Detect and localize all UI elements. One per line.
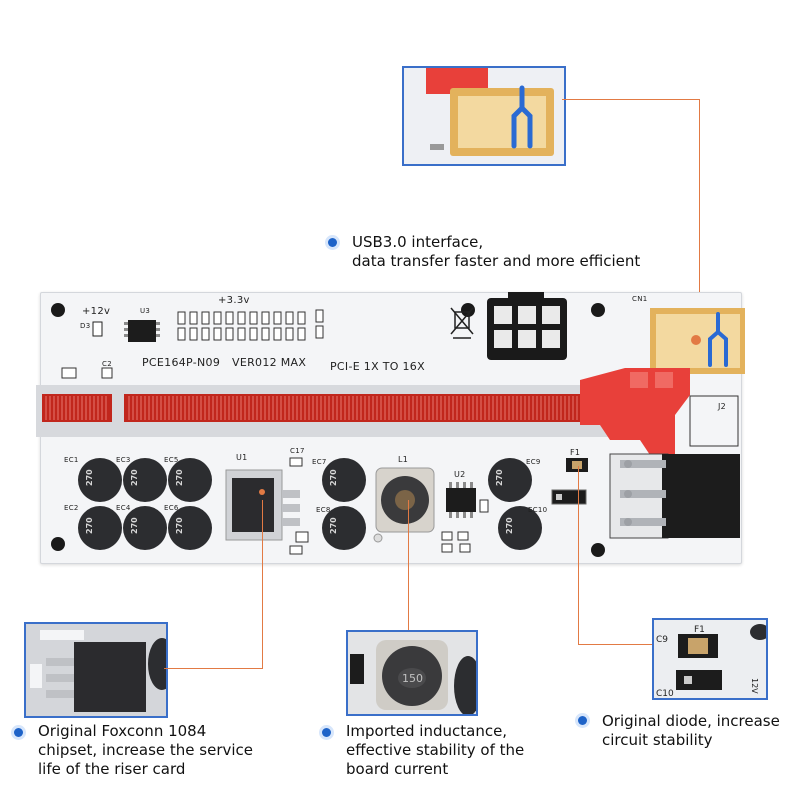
usb-note-line2: data transfer faster and more efficient <box>352 252 641 270</box>
svg-text:270: 270 <box>175 517 184 534</box>
label-ec1: EC1 <box>64 456 79 464</box>
inductance-note-line2: effective stability of the <box>346 741 525 759</box>
label-ec3: EC3 <box>116 456 131 464</box>
inductance-note-line1: Imported inductance, <box>346 722 508 740</box>
diode-zoom-inset: C9 F1 C10 12V <box>652 618 768 700</box>
chipset-leader-vertical <box>262 500 263 668</box>
usb-zoom-image <box>404 68 564 164</box>
diode-leader-vertical <box>578 466 579 644</box>
inductance-note-line3: board current <box>346 760 449 778</box>
chipset-zoom-inset <box>24 622 168 718</box>
label-c17: C17 <box>290 447 305 455</box>
label-ec7: EC7 <box>312 458 327 466</box>
label-ec6: EC6 <box>164 504 179 512</box>
chipset-note-line2: chipset, increase the service <box>38 741 254 759</box>
chipset-leader-horizontal <box>164 668 263 669</box>
label-version: VER012 MAX <box>232 356 307 369</box>
svg-text:270: 270 <box>329 517 338 534</box>
chipset-note-line3: life of the riser card <box>38 760 186 778</box>
diode-note-line2: circuit stability <box>602 731 713 749</box>
label-33v: +3.3v <box>218 295 250 306</box>
label-ec4: EC4 <box>116 504 131 512</box>
label-slot: PCI-E 1X TO 16X <box>330 360 425 373</box>
label-ec5: EC5 <box>164 456 179 464</box>
svg-text:270: 270 <box>495 469 504 486</box>
inductor-zoom-image: 150 <box>348 632 476 714</box>
label-f1: F1 <box>570 448 581 457</box>
svg-text:270: 270 <box>85 469 94 486</box>
svg-text:270: 270 <box>130 469 139 486</box>
inductor-zoom-inset: 150 <box>346 630 478 716</box>
svg-text:270: 270 <box>329 469 338 486</box>
label-model: PCE164P-N09 <box>142 356 221 369</box>
capacitor-group-left <box>78 458 212 550</box>
label-ec9: EC9 <box>526 458 541 466</box>
svg-text:270: 270 <box>505 517 514 534</box>
usb-note-line1: USB3.0 interface, <box>352 233 484 251</box>
label-l1: L1 <box>398 455 409 464</box>
label-ec8: EC8 <box>316 506 331 514</box>
label-u2: U2 <box>454 470 466 479</box>
svg-text:270: 270 <box>175 469 184 486</box>
label-c2: C2 <box>102 360 112 368</box>
diode-leader-horizontal <box>578 644 652 645</box>
svg-text:C9: C9 <box>656 635 668 645</box>
diode-bullet <box>578 716 587 725</box>
label-u3: U3 <box>140 307 151 315</box>
svg-text:C10: C10 <box>656 689 674 698</box>
usb-bullet <box>328 238 337 247</box>
label-j2: J2 <box>718 402 727 411</box>
label-u1: U1 <box>236 453 248 462</box>
chipset-note-line1: Original Foxconn 1084 <box>38 722 207 740</box>
label-cn1: CN1 <box>632 295 648 303</box>
svg-text:270: 270 <box>85 517 94 534</box>
diode-note-line1: Original diode, increase <box>602 712 780 730</box>
svg-text:270: 270 <box>130 517 139 534</box>
chipset-zoom-image <box>26 624 166 716</box>
svg-text:12V: 12V <box>750 678 759 694</box>
inductance-bullet <box>322 728 331 737</box>
chipset-bullet <box>14 728 23 737</box>
label-12v: +12v <box>82 306 111 317</box>
svg-text:F1: F1 <box>694 625 705 635</box>
diode-zoom-image: C9 F1 C10 12V <box>654 620 766 698</box>
usb-zoom-inset <box>402 66 566 166</box>
usb-leader-horizontal <box>562 99 700 100</box>
inductor-leader <box>408 500 409 630</box>
label-d3: D3 <box>80 322 91 330</box>
label-ec10: EC10 <box>528 506 548 514</box>
label-ec2: EC2 <box>64 504 79 512</box>
inductor-value-text: 150 <box>402 672 423 685</box>
usb-leader-vertical <box>699 99 700 307</box>
